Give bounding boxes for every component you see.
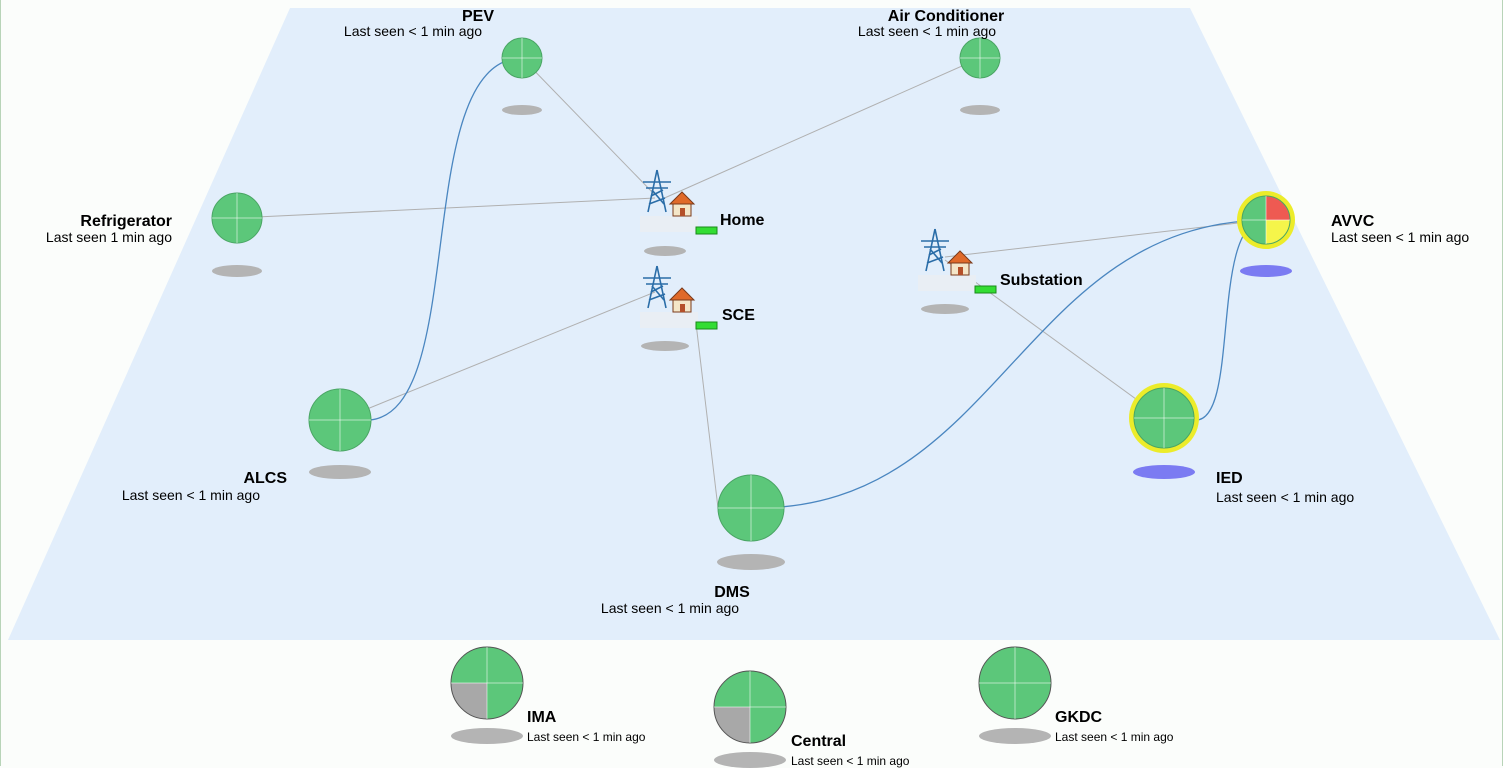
status-led <box>974 285 997 294</box>
link-dms-avvc[interactable] <box>755 219 1265 509</box>
node-last-seen: Last seen < 1 min ago <box>527 730 646 744</box>
node-shadow <box>644 246 686 256</box>
gateway-base <box>640 312 698 328</box>
node-shadow <box>502 105 542 115</box>
node-name: Refrigerator <box>80 213 172 230</box>
node-name: Substation <box>1000 272 1083 289</box>
link-pev-home[interactable] <box>521 57 656 196</box>
node-shadow <box>641 341 689 351</box>
house-icon <box>668 287 696 313</box>
unknown-quadrant <box>714 707 750 743</box>
node-shadow <box>1133 465 1195 479</box>
node-substation[interactable]: Substation <box>918 228 1083 314</box>
node-last-seen: Last seen < 1 min ago <box>1216 489 1354 505</box>
node-name: ALCS <box>243 470 287 487</box>
transmission-tower-icon <box>643 169 671 213</box>
unknown-quadrant <box>451 683 487 719</box>
topology-plane <box>8 8 1500 640</box>
node-name: SCE <box>722 307 755 324</box>
alert-quadrant-yellow <box>1266 220 1290 244</box>
node-gkdc[interactable]: GKDC Last seen < 1 min ago <box>978 646 1174 744</box>
node-last-seen: Last seen < 1 min ago <box>122 487 260 503</box>
node-name: Air Conditioner <box>888 8 1004 25</box>
node-air-conditioner[interactable]: Air Conditioner Last seen < 1 min ago <box>858 8 1004 115</box>
node-name: IMA <box>527 709 557 726</box>
node-name: IED <box>1216 470 1243 487</box>
gray-links <box>236 57 1265 509</box>
node-name: Central <box>791 733 846 750</box>
node-pev[interactable]: PEV Last seen < 1 min ago <box>344 8 543 115</box>
transmission-tower-icon <box>921 228 949 272</box>
node-home[interactable]: Home <box>640 169 765 256</box>
node-shadow <box>960 105 1000 115</box>
node-shadow <box>451 728 523 744</box>
node-shadow <box>309 465 371 479</box>
node-shadow <box>979 728 1051 744</box>
node-central[interactable]: Central Last seen < 1 min ago <box>713 670 910 768</box>
link-alcs-pev[interactable] <box>369 57 523 421</box>
status-led <box>695 321 718 330</box>
node-ied[interactable]: IED Last seen < 1 min ago <box>1129 383 1354 505</box>
node-name: AVVC <box>1331 213 1375 230</box>
node-name: Home <box>720 212 765 229</box>
house-icon <box>668 191 696 217</box>
node-name: DMS <box>714 584 750 601</box>
house-icon <box>946 250 974 276</box>
status-led <box>695 226 718 235</box>
node-ima[interactable]: IMA Last seen < 1 min ago <box>450 646 646 744</box>
link-airconditioner-home[interactable] <box>659 57 981 201</box>
node-shadow <box>717 554 785 570</box>
link-sce-dms[interactable] <box>694 314 719 509</box>
node-last-seen: Last seen < 1 min ago <box>791 754 910 768</box>
link-alcs-sce[interactable] <box>339 291 656 421</box>
node-sce[interactable]: SCE <box>640 265 755 351</box>
node-last-seen: Last seen < 1 min ago <box>601 600 739 616</box>
link-refrigerator-home[interactable] <box>236 197 656 219</box>
node-last-seen: Last seen < 1 min ago <box>344 23 482 39</box>
node-alcs[interactable]: ALCS Last seen < 1 min ago <box>122 388 372 503</box>
node-last-seen: Last seen < 1 min ago <box>1331 229 1469 245</box>
node-last-seen: Last seen 1 min ago <box>46 229 172 245</box>
node-last-seen: Last seen < 1 min ago <box>1055 730 1174 744</box>
transmission-tower-icon <box>643 265 671 309</box>
node-name: PEV <box>462 8 494 25</box>
node-name: GKDC <box>1055 709 1103 726</box>
node-shadow <box>212 265 262 277</box>
node-last-seen: Last seen < 1 min ago <box>858 23 996 39</box>
node-shadow <box>1240 265 1292 277</box>
node-dms[interactable]: DMS Last seen < 1 min ago <box>601 474 785 616</box>
gateway-base <box>640 216 698 232</box>
gateway-base <box>918 275 976 291</box>
alert-quadrant-red <box>1266 196 1290 220</box>
node-avvc[interactable]: AVVC Last seen < 1 min ago <box>1237 191 1469 277</box>
node-shadow <box>921 304 969 314</box>
node-shadow <box>714 752 786 768</box>
node-refrigerator[interactable]: Refrigerator Last seen 1 min ago <box>46 192 263 277</box>
